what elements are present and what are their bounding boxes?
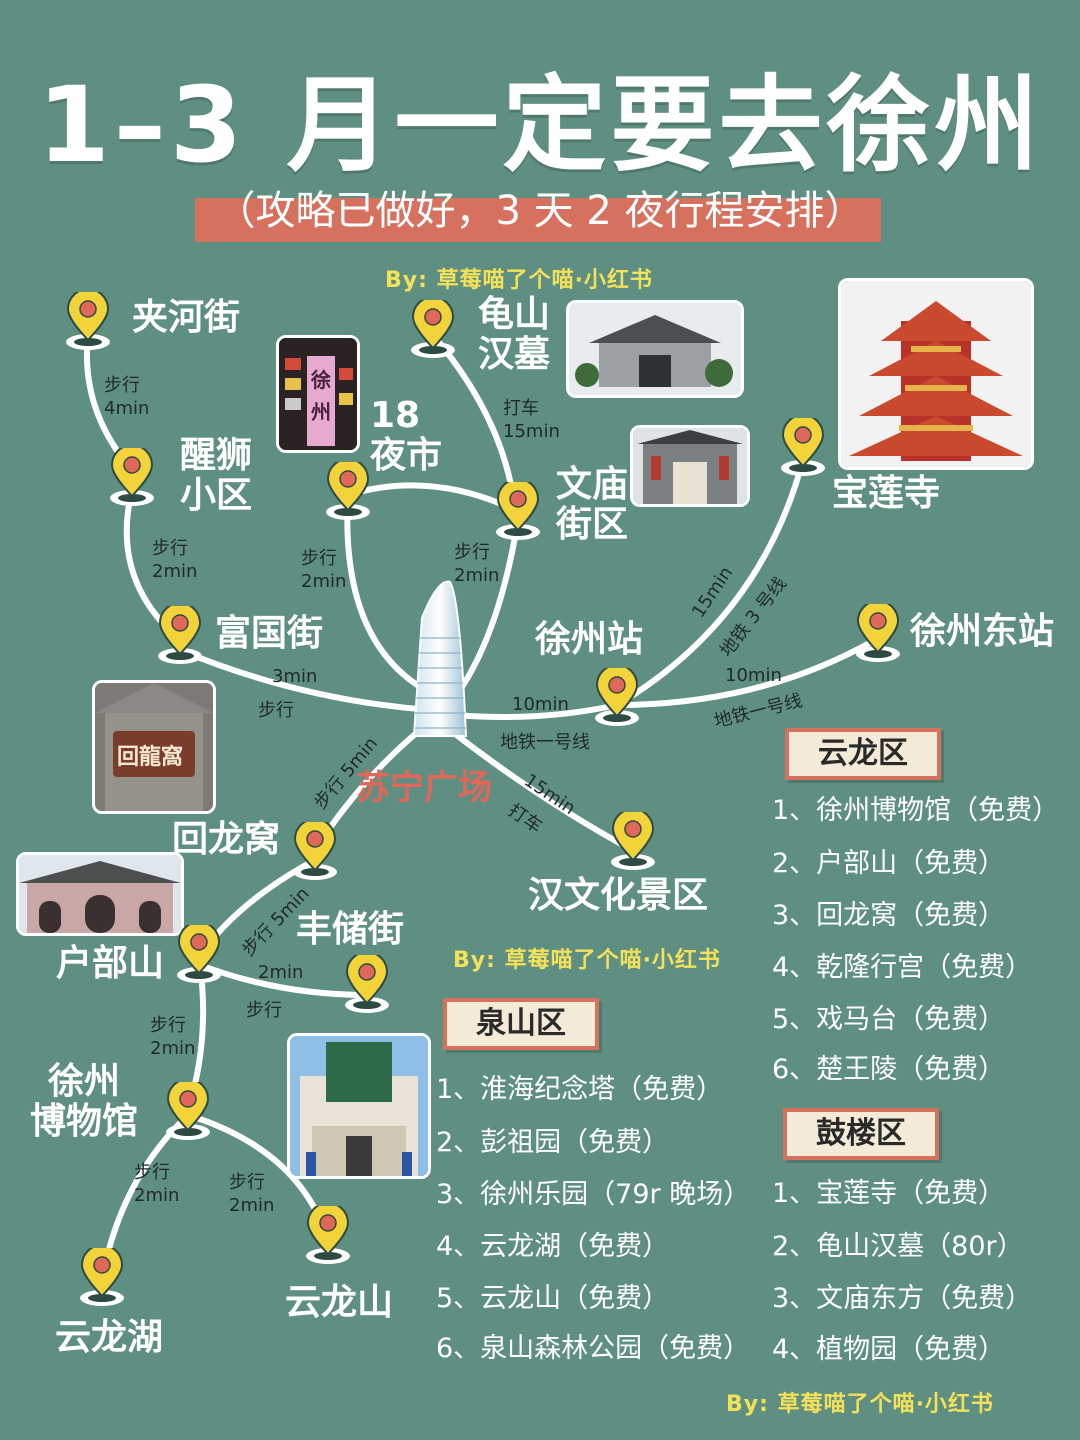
- place-xingshi: 醒狮 小区: [180, 435, 253, 516]
- place-fengchu: 丰储街: [296, 909, 405, 950]
- map-pin-icon: [65, 292, 111, 351]
- quanshan-item: 2、彭祖园（免费）: [436, 1127, 670, 1158]
- district-gulou-title: 鼓楼区: [783, 1108, 939, 1160]
- center-label: 苏宁广场: [356, 768, 492, 808]
- route-wenmiao-center: 步行 2min: [454, 542, 500, 586]
- place-bowuguan: 徐州 博物馆: [30, 1061, 139, 1142]
- yunlong-item: 1、徐州博物馆（免费）: [772, 795, 1060, 826]
- place-guishan: 龟山 汉墓: [478, 294, 551, 375]
- gulou-item: 4、植物园（免费）: [772, 1334, 1006, 1365]
- route-fuguo-center-mode: 步行: [258, 700, 294, 721]
- route-yeshi-center: 步行 2min: [301, 548, 347, 592]
- map-pin-icon: [165, 1082, 211, 1141]
- map-pin-icon: [292, 822, 338, 881]
- suning-tower-illustration: [412, 580, 468, 737]
- credit-watermark: By: 草莓喵了个喵·小红书: [385, 268, 653, 293]
- map-pin-icon: [325, 462, 371, 521]
- yeshi-sign-text: 徐州: [311, 368, 331, 424]
- credit-watermark: By: 草莓喵了个喵·小红书: [453, 948, 721, 973]
- line-yeshi-center: [344, 492, 428, 693]
- line-yeshi-wenmiao: [345, 482, 518, 513]
- route-center-station-time: 10min: [512, 694, 569, 715]
- route-hubushan-fengchu-time: 2min: [258, 962, 304, 983]
- map-pin-icon: [410, 300, 456, 359]
- line-station-east: [614, 637, 878, 708]
- district-quanshan-title: 泉山区: [443, 998, 599, 1050]
- route-fuguo-center-time: 3min: [272, 666, 318, 687]
- place-huilongwo: 回龙窝: [172, 819, 281, 860]
- line-center-hanwenhua: [447, 727, 635, 853]
- gulou-item: 1、宝莲寺（免费）: [772, 1178, 1006, 1209]
- place-jiahe: 夹河街: [132, 297, 241, 338]
- quanshan-item: 5、云龙山（免费）: [436, 1283, 670, 1314]
- map-pin-icon: [157, 606, 203, 665]
- district-yunlong-title: 云龙区: [785, 728, 941, 780]
- line-fuguo-center: [177, 647, 433, 713]
- yunlong-item: 6、楚王陵（免费）: [772, 1054, 1006, 1085]
- line-hubushan-fengchu: [197, 962, 370, 998]
- page-subtitle: （攻略已做好，3 天 2 夜行程安排）: [215, 188, 865, 234]
- place-wenmiao: 文庙 街区: [556, 464, 629, 545]
- yunlong-item: 2、户部山（免费）: [772, 848, 1006, 879]
- map-pin-icon: [176, 925, 222, 984]
- yunlong-item: 4、乾隆行宫（免费）: [772, 952, 1033, 983]
- photo-yeshi: 徐州: [276, 335, 360, 453]
- place-xuzhoudong: 徐州东站: [910, 611, 1055, 652]
- map-pin-icon: [79, 1248, 125, 1307]
- photo-hubushan: [16, 852, 184, 936]
- photo-baolian: [838, 278, 1034, 470]
- photo-huaihai-tower: [287, 1033, 431, 1179]
- place-yeshi: 18 夜市: [370, 395, 443, 476]
- credit-watermark: By: 草莓喵了个喵·小红书: [726, 1392, 994, 1417]
- route-bowuguan-yunlongshan: 步行 2min: [229, 1172, 275, 1216]
- place-yunlongshan: 云龙山: [285, 1282, 394, 1323]
- route-jiahe-xingshi: 步行 4min: [104, 375, 150, 419]
- place-yunlonghu: 云龙湖: [55, 1317, 164, 1358]
- route-bowuguan-yunlonghu: 步行 2min: [134, 1162, 180, 1206]
- route-center-station-mode: 地铁一号线: [500, 732, 590, 753]
- map-pin-icon: [495, 482, 541, 541]
- map-pin-icon: [610, 812, 656, 871]
- place-hanwenhua: 汉文化景区: [528, 875, 709, 916]
- route-guishan-wenmiao: 打车 15min: [503, 398, 560, 442]
- photo-guishan: [566, 300, 744, 398]
- yunlong-item: 3、回龙窝（免费）: [772, 900, 1006, 931]
- map-pin-icon: [594, 668, 640, 727]
- line-station-baolian: [614, 457, 806, 708]
- map-pin-icon: [780, 418, 826, 477]
- quanshan-item: 1、淮海纪念塔（免费）: [436, 1074, 724, 1105]
- route-station-east-time: 10min: [725, 665, 782, 686]
- line-center-station: [452, 702, 620, 721]
- place-fuguo: 富国街: [215, 613, 324, 654]
- yunlong-item: 5、戏马台（免费）: [772, 1004, 1006, 1035]
- subtitle-highlight: [195, 198, 881, 242]
- quanshan-item: 6、泉山森林公园（免费）: [436, 1333, 751, 1364]
- route-hubushan-fengchu-mode: 步行: [246, 1000, 282, 1021]
- map-pin-icon: [344, 955, 390, 1014]
- place-hubushan: 户部山: [56, 943, 165, 984]
- page-title: 1–3 月一定要去徐州: [37, 64, 1043, 186]
- photo-huilongwo: 回龍窩: [92, 680, 216, 814]
- place-xuzhouzhan: 徐州站: [535, 619, 644, 660]
- line-wenmiao-center: [457, 517, 521, 693]
- huilongwo-sign-text: 回龍窩: [117, 745, 184, 770]
- map-pin-icon: [109, 448, 155, 507]
- map-pin-icon: [855, 604, 901, 663]
- route-xingshi-fuguo: 步行 2min: [152, 538, 198, 582]
- gulou-item: 2、龟山汉墓（80r）: [772, 1231, 1024, 1262]
- quanshan-item: 3、徐州乐园（79r 晚场）: [436, 1179, 751, 1210]
- photo-wenmiao: [630, 425, 750, 507]
- gulou-item: 3、文庙东方（免费）: [772, 1283, 1033, 1314]
- route-hubushan-bowuguan: 步行 2min: [150, 1015, 196, 1059]
- place-baolian: 宝莲寺: [832, 473, 941, 514]
- quanshan-item: 4、云龙湖（免费）: [436, 1231, 670, 1262]
- map-pin-icon: [305, 1206, 351, 1265]
